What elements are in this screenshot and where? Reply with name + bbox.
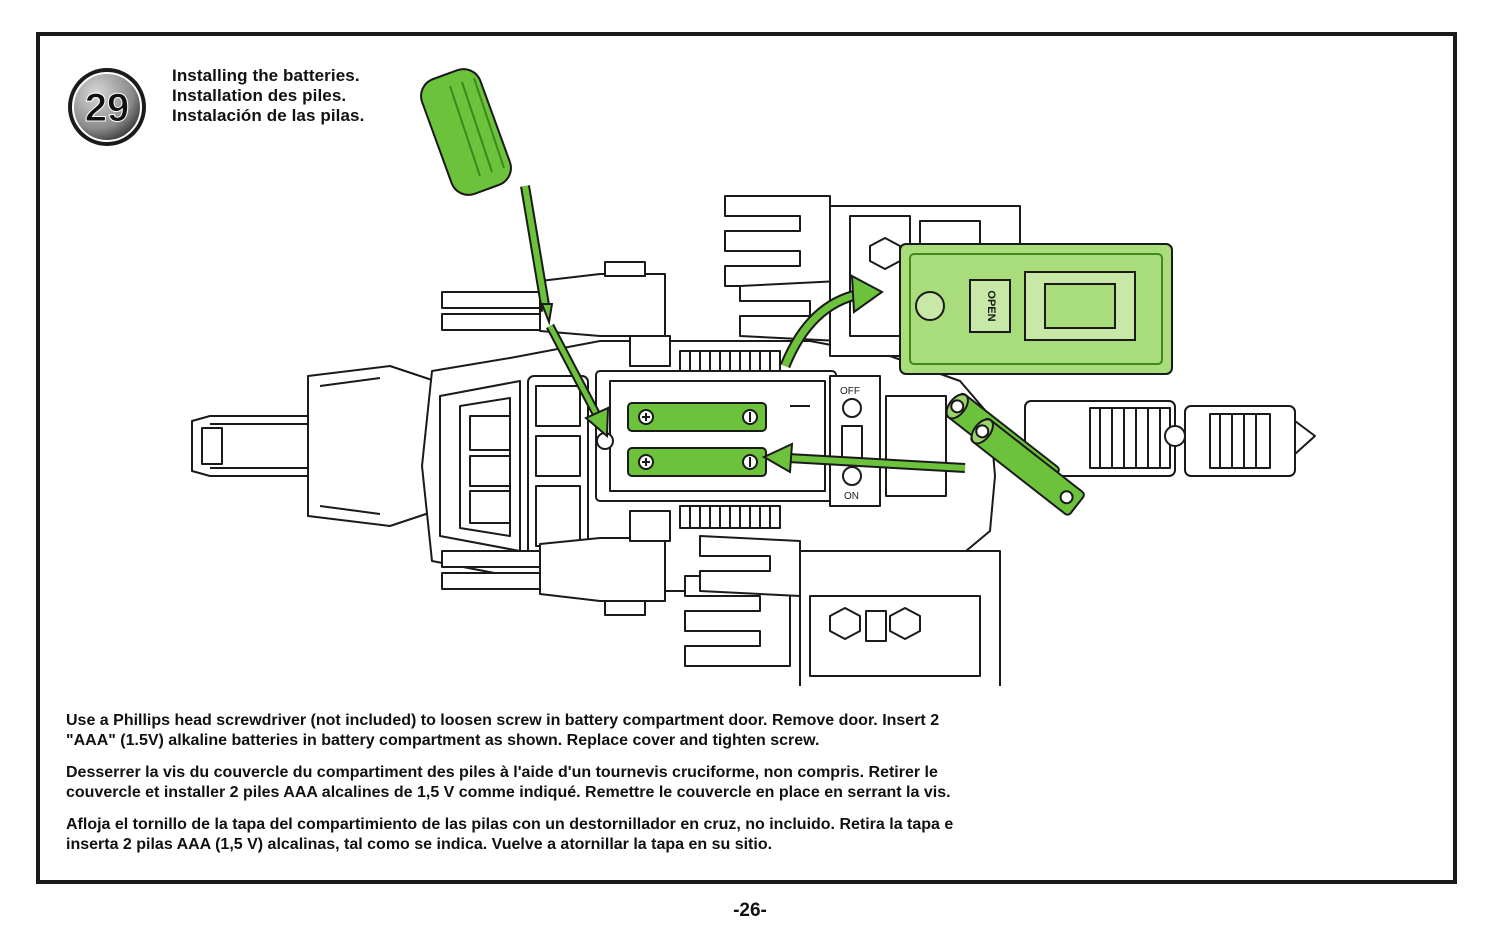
step-number-badge: 29 [68,68,146,146]
battery-door-cover: OPEN [899,243,1173,375]
instructions-en: Use a Phillips head screwdriver (not inc… [66,712,940,749]
page-number: -26- [733,900,767,921]
page-frame: 29 Installing the batteries. Installatio… [36,32,1457,884]
loose-batteries [945,392,1085,516]
toy-tail [1024,400,1316,477]
instruction-arrows [546,274,966,474]
title-fr: Installation des piles. [172,86,347,105]
step-number: 29 [85,86,130,130]
door-open-label: OPEN [985,290,997,321]
instructions-text: Use a Phillips head screwdriver (not inc… [66,711,966,867]
switch-off-label: OFF [840,386,860,397]
step-titles: Installing the batteries. Installation d… [172,66,364,126]
screwdriver [420,68,554,326]
toy-lower-claw [441,510,671,616]
toy-lower-pincer [684,535,1001,686]
toy-nose [191,365,441,527]
title-en: Installing the batteries. [172,66,360,85]
toy-upper-claw [441,261,671,367]
battery-installation-illustration: OFF ON [191,68,1316,686]
switch-on-label: ON [844,491,859,502]
instructions-fr: Desserrer la vis du couvercle du compart… [66,764,951,801]
instructions-es: Afloja el tornillo de la tapa del compar… [66,816,954,853]
installed-batteries [627,402,767,477]
title-es: Instalación de las pilas. [172,106,365,125]
